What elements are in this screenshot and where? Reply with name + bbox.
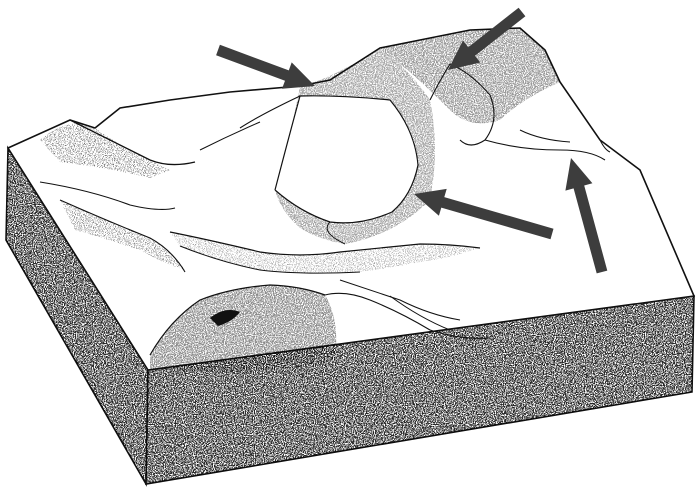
arrow-1-icon [216, 45, 315, 89]
